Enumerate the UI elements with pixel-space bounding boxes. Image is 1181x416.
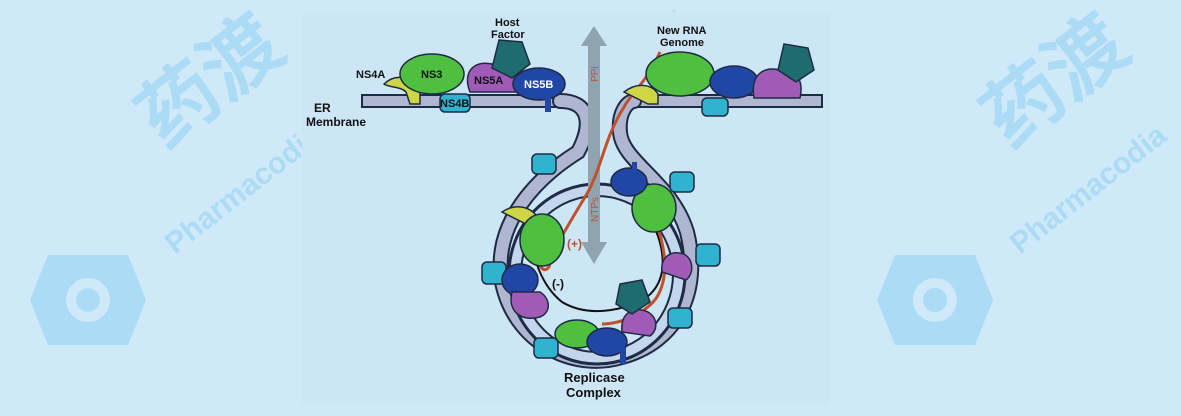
ns4b-label: NS4B <box>440 98 469 110</box>
ns3-protein-right <box>645 51 715 97</box>
ns5a-vesicle-2 <box>621 309 657 337</box>
ns3-vesicle-1 <box>519 213 565 267</box>
new-rna-label-line2: Genome <box>660 37 704 49</box>
ns3-label: NS3 <box>421 69 442 81</box>
plus-strand-label: (+) <box>567 237 582 251</box>
watermark-en: Pharmacodia <box>1004 118 1173 260</box>
ns5b-label: NS5B <box>524 79 553 91</box>
watermark-cn: 药渡 <box>966 0 1143 163</box>
ns5b-protein-right <box>709 65 759 99</box>
ns5b-vesicle-2 <box>586 327 628 357</box>
er-label-line2: Membrane <box>306 115 366 129</box>
replicase-label-line2: Complex <box>566 385 622 400</box>
diagram-panel: PPi NTPs <box>302 12 830 405</box>
watermark-right: 药渡 Pharmacodia <box>877 0 1173 345</box>
minus-strand-label: (-) <box>552 277 564 291</box>
host-factor-protein <box>491 39 531 79</box>
ns4b-vesicle-3 <box>533 337 559 359</box>
watermark-left: 药渡 Pharmacodia <box>30 0 328 345</box>
ns4b-vesicle-6 <box>669 171 695 193</box>
ntps-label: NTPs <box>590 197 601 222</box>
ns5b-vesicle-2-anchor <box>620 348 626 364</box>
ns4a-protein-right <box>622 84 659 105</box>
ns4b-protein-right <box>701 97 729 117</box>
new-rna-label-line1: New RNA <box>657 25 707 37</box>
ns4b-vesicle-4 <box>667 307 693 329</box>
ns5a-vesicle-3 <box>661 252 693 281</box>
host-factor-label-line1: Host <box>495 17 520 29</box>
replicase-complex-top-left <box>382 39 566 113</box>
replicase-complex-vesicle <box>481 153 721 364</box>
ppi-label: PPi <box>590 66 601 82</box>
ns3-vesicle-3 <box>631 183 677 233</box>
watermark-logo-icon <box>30 255 146 345</box>
hcv-replication-diagram: PPi NTPs <box>306 17 823 400</box>
ns5b-anchor <box>545 94 551 112</box>
ns4b-protein <box>439 93 471 113</box>
rna-replicating-strand <box>601 216 667 326</box>
watermark-logo-icon <box>877 255 993 345</box>
host-factor-vesicle <box>615 279 651 315</box>
host-factor-protein-right <box>777 43 815 83</box>
ns4b-vesicle-5 <box>695 243 721 267</box>
ns5a-vesicle-1 <box>510 291 549 319</box>
ntp-ppi-arrow: PPi NTPs <box>581 26 607 264</box>
ns5b-protein <box>512 67 566 101</box>
arrow-up-head <box>581 26 607 46</box>
watermark-cn: 药渡 <box>121 0 298 163</box>
replicase-label-line1: Replicase <box>564 370 625 385</box>
replicase-complex-top-right <box>622 43 815 117</box>
arrow-shaft <box>588 44 600 244</box>
host-factor-label-line2: Factor <box>491 29 525 41</box>
ns4b-vesicle-1 <box>531 153 557 175</box>
arrow-down-head <box>581 242 607 264</box>
ns4a-label: NS4A <box>356 69 385 81</box>
ns5b-vesicle-3 <box>610 167 648 197</box>
ns5a-label: NS5A <box>474 75 503 87</box>
ns5b-vesicle-3-anchor <box>632 162 637 176</box>
ns3-protein <box>399 53 465 95</box>
er-label-line1: ER <box>314 101 331 115</box>
ns5b-vesicle-1 <box>501 263 539 297</box>
